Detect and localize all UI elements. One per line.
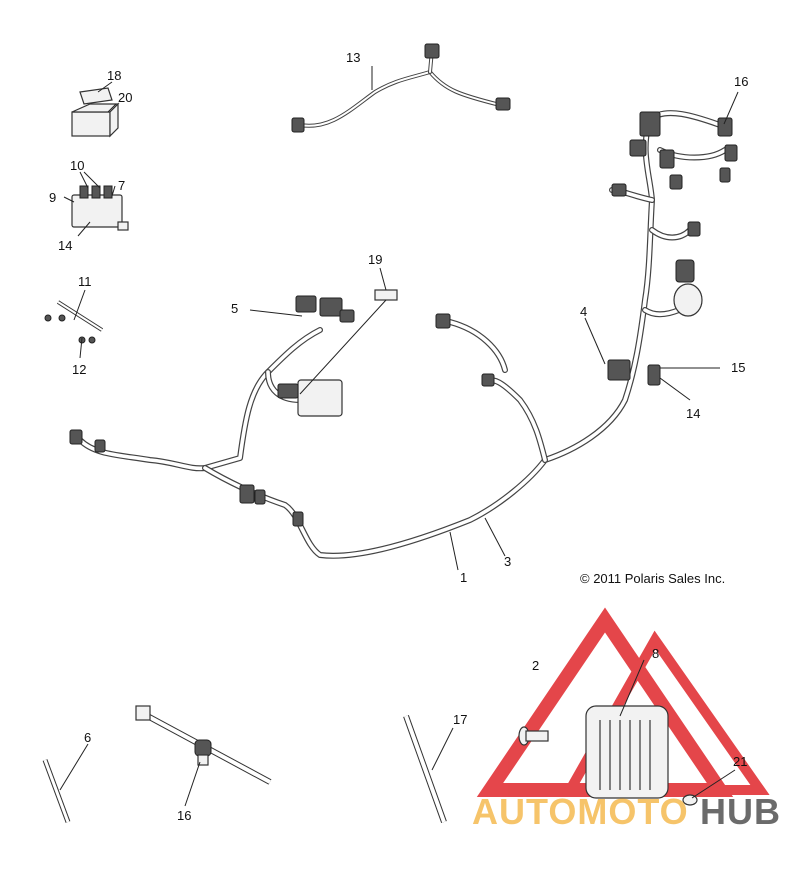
- callout-9: 9: [49, 190, 56, 205]
- harness-13: [291, 43, 511, 133]
- callout-14-fuse: 14: [58, 238, 72, 253]
- cable-tie-6: [42, 759, 71, 823]
- callout-18: 18: [107, 68, 121, 83]
- callout-21: 21: [733, 754, 747, 769]
- watermark-brand-right: HUB: [700, 791, 781, 832]
- callout-labels: 1 2 3 4 5 6 7 8 9 10 11 12 13 14 14 15 1…: [49, 50, 748, 823]
- watermark-brand-left: AUTOMOTO: [472, 791, 689, 832]
- callout-10: 10: [70, 158, 84, 173]
- leader-lines: [59, 66, 739, 807]
- callout-11: 11: [78, 274, 92, 289]
- callout-8: 8: [652, 646, 659, 661]
- harness-connectors: [69, 111, 738, 527]
- callout-16-harness: 16: [734, 74, 748, 89]
- callout-16-tie: 16: [177, 808, 191, 823]
- fuse-box-group: [71, 87, 129, 231]
- cable-tie-17: [403, 714, 447, 824]
- callout-4: 4: [580, 304, 587, 319]
- callout-13: 13: [346, 50, 360, 65]
- callout-6: 6: [84, 730, 91, 745]
- clip-19: [374, 289, 398, 301]
- callout-14-harness: 14: [686, 406, 700, 421]
- main-harness: [77, 110, 728, 559]
- callout-3: 3: [504, 554, 511, 569]
- callout-1: 1: [460, 570, 467, 585]
- bolt-2: [518, 726, 549, 746]
- regulator-8: [585, 705, 669, 799]
- bracket-11-12: [44, 300, 104, 344]
- callout-7: 7: [118, 178, 125, 193]
- callout-20: 20: [118, 90, 132, 105]
- callout-15: 15: [731, 360, 745, 375]
- copyright-text: © 2011 Polaris Sales Inc.: [580, 571, 725, 586]
- callout-19: 19: [368, 252, 382, 267]
- callout-5: 5: [231, 301, 238, 316]
- callout-2: 2: [532, 658, 539, 673]
- watermark-text: AUTOMOTO HUB: [472, 791, 781, 832]
- cable-tie-16: [135, 705, 272, 785]
- callout-17: 17: [453, 712, 467, 727]
- callout-12: 12: [72, 362, 86, 377]
